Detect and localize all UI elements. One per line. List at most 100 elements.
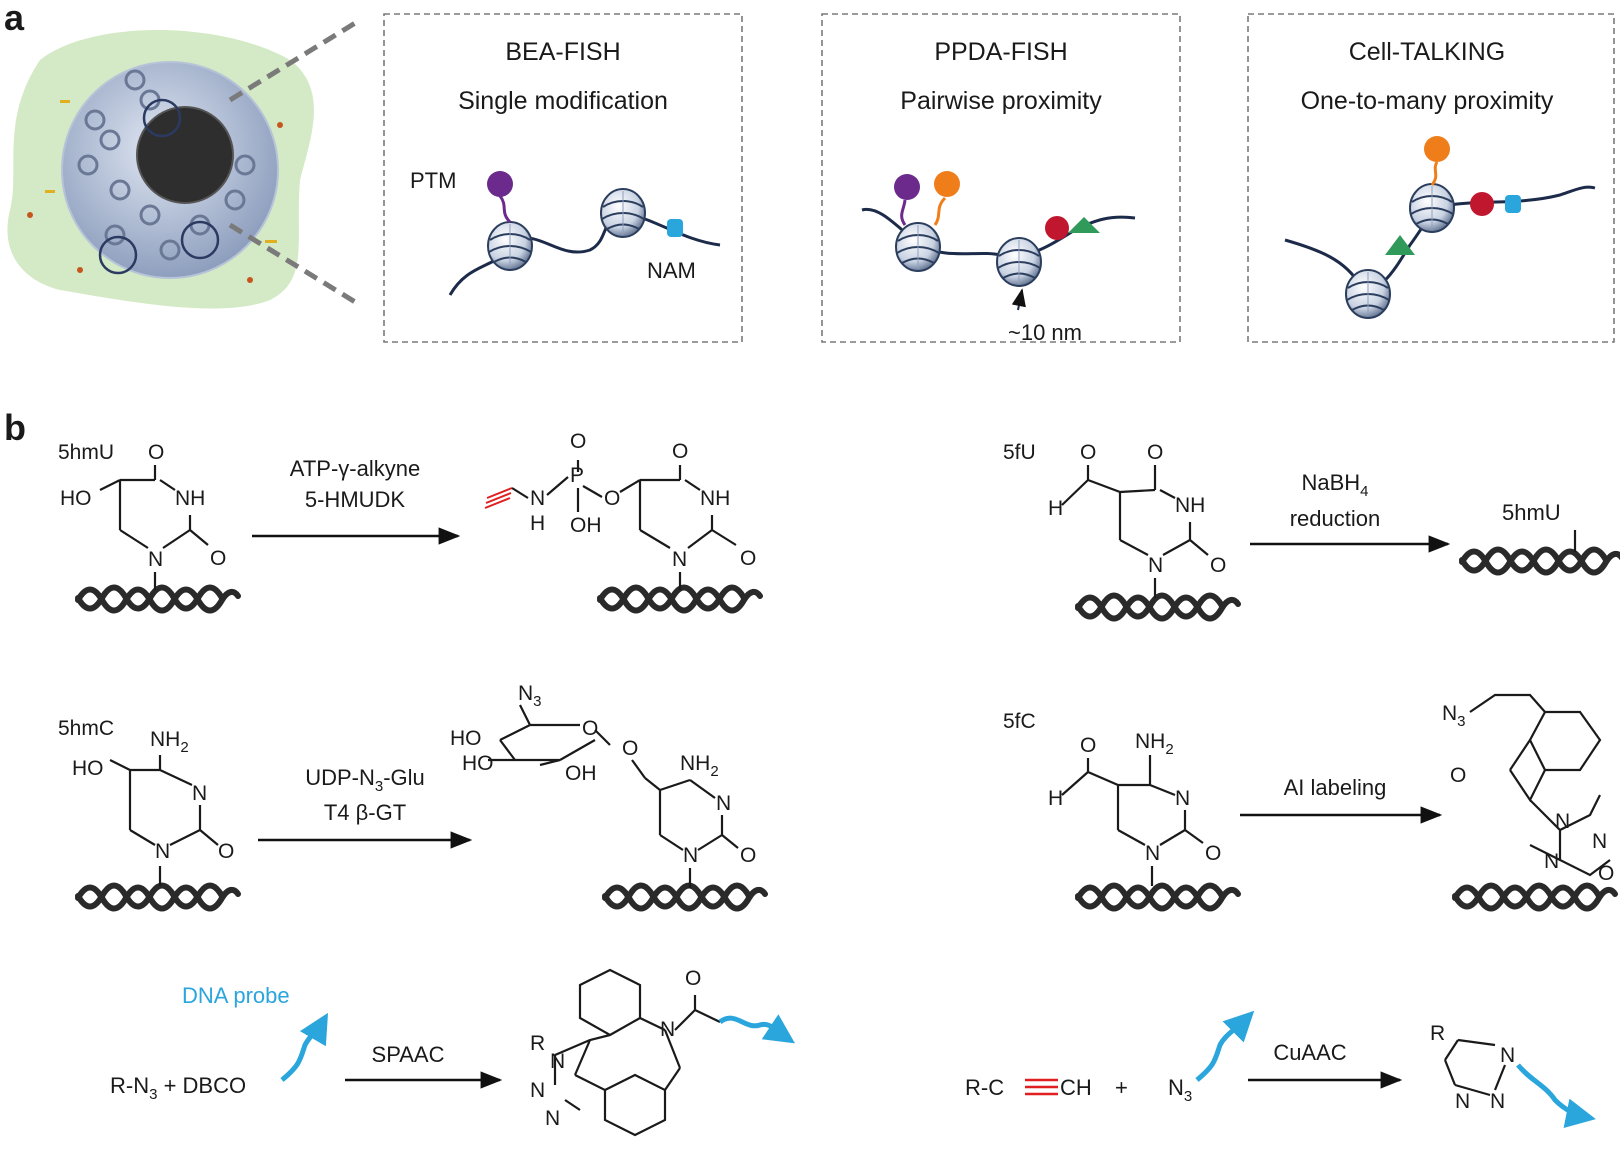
reagent-label: AI labeling [1284, 775, 1387, 800]
atom: O [210, 547, 226, 570]
atom: H [1048, 787, 1063, 810]
reagent-label: ATP-γ-alkyne [290, 456, 420, 481]
atom: N [530, 1079, 545, 1102]
atom: O [1147, 441, 1163, 464]
reaction-5hmc: 5hmC NH2 HO N O N UDP-N3-Glu T4 β-GT N3 … [58, 682, 765, 909]
atom: O [1210, 554, 1226, 577]
cell-illustration [7, 30, 314, 309]
atom: O [1205, 842, 1221, 865]
atom: O [218, 840, 234, 863]
atom: H [530, 512, 545, 535]
atom: N [672, 548, 687, 571]
reagent-label: T4 β-GT [324, 800, 406, 825]
reaction-spaac: DNA probe R-N3 + DBCO SPAAC R N N N N O [110, 967, 795, 1137]
atom: N [1455, 1090, 1470, 1113]
atom: O [1080, 734, 1096, 757]
atom: N [683, 844, 698, 867]
atom: N [716, 792, 731, 815]
reaction-cuaac: R-C CH + N3 CuAAC R N N N [965, 1010, 1596, 1128]
reagent-label: SPAAC [372, 1042, 445, 1067]
atom: N3 [518, 682, 542, 710]
atom: N [660, 1018, 675, 1041]
atom: NH [700, 487, 730, 510]
azide-reactant: N3 [1168, 1075, 1192, 1105]
spaac-reactants: R-N3 + DBCO [110, 1073, 246, 1103]
atom: N [1145, 842, 1160, 865]
atom: N [1175, 787, 1190, 810]
atom: N [155, 840, 170, 863]
alkyne-reactant: R-C [965, 1075, 1004, 1100]
zoom-line-top [228, 17, 362, 103]
zoom-line-bottom [228, 222, 362, 308]
atom: O [672, 440, 688, 463]
dna-probe-label: DNA probe [182, 983, 290, 1008]
atom: N [192, 782, 207, 805]
atom: R [530, 1032, 545, 1055]
atom: N [1555, 810, 1570, 833]
atom: P [570, 464, 584, 487]
substrate-label: 5fC [1003, 710, 1036, 733]
box-subtitle: Single modification [458, 87, 668, 115]
box-title: PPDA-FISH [934, 38, 1067, 66]
atom: O [604, 487, 620, 510]
atom: N [1490, 1090, 1505, 1113]
atom: N [1592, 830, 1607, 853]
atom: H [1048, 497, 1063, 520]
reaction-5fc: 5fC O H NH2 N O N AI labeling N3 O N N N… [1003, 693, 1615, 909]
atom: O [1450, 764, 1466, 787]
atom: HO [72, 757, 104, 780]
panel-b-letter: b [4, 407, 26, 448]
atom: O [1080, 441, 1096, 464]
atom: O [1598, 862, 1614, 885]
atom: N [148, 548, 163, 571]
reagent-label: NaBH4 [1301, 470, 1368, 500]
reagent-label: 5-HMUDK [305, 487, 406, 512]
atom: N3 [1442, 702, 1466, 730]
atom: N [1544, 850, 1559, 873]
atom: O [148, 441, 164, 464]
atom: O [740, 547, 756, 570]
box-title: BEA-FISH [505, 38, 620, 66]
reaction-5fu: 5fU O H O NH O N NaBH4 reduction 5hmU [1003, 441, 1620, 619]
atom: HO [462, 752, 494, 775]
atom: O [622, 737, 638, 760]
atom: N [545, 1107, 560, 1130]
plus-sign: + [1115, 1075, 1128, 1100]
reagent-label: UDP-N3-Glu [305, 765, 425, 795]
reagent-label: reduction [1290, 506, 1381, 531]
substrate-label: 5hmU [58, 441, 114, 464]
atom: O [740, 844, 756, 867]
product-label: 5hmU [1502, 500, 1561, 525]
box-bea-fish: BEA-FISH Single modification PTM NAM [383, 13, 743, 343]
atom: NH [175, 487, 205, 510]
atom: NH2 [680, 752, 719, 780]
box-cell-talking: Cell-TALKING One-to-many proximity [1247, 13, 1615, 343]
atom: N [1148, 554, 1163, 577]
box-subtitle: One-to-many proximity [1301, 87, 1554, 115]
reaction-5hmu: 5hmU O NH HO O N ATP-γ-alkyne 5-HMUDK N … [58, 430, 760, 611]
atom: OH [565, 762, 597, 785]
atom: O [685, 967, 701, 990]
distance-label: ~10 nm [1008, 320, 1082, 345]
substrate-label: 5fU [1003, 441, 1036, 464]
atom: N [550, 1050, 565, 1073]
nam-label: NAM [647, 258, 696, 283]
atom: O [570, 430, 586, 453]
atom: O [582, 717, 598, 740]
panel-a-letter: a [4, 0, 25, 38]
atom: R [1430, 1022, 1445, 1045]
substrate-label: 5hmC [58, 717, 114, 740]
atom: OH [570, 514, 602, 537]
atom: NH2 [1135, 730, 1174, 758]
atom: N [1500, 1044, 1515, 1067]
box-ppda-fish: PPDA-FISH Pairwise proximity ~10 nm [821, 13, 1181, 345]
atom: N [530, 487, 545, 510]
box-title: Cell-TALKING [1349, 38, 1506, 66]
box-subtitle: Pairwise proximity [900, 87, 1102, 115]
atom: HO [450, 727, 482, 750]
atom: NH2 [150, 728, 189, 756]
alkyne-end: CH [1060, 1075, 1092, 1100]
atom: HO [60, 487, 92, 510]
ptm-label: PTM [410, 168, 456, 193]
